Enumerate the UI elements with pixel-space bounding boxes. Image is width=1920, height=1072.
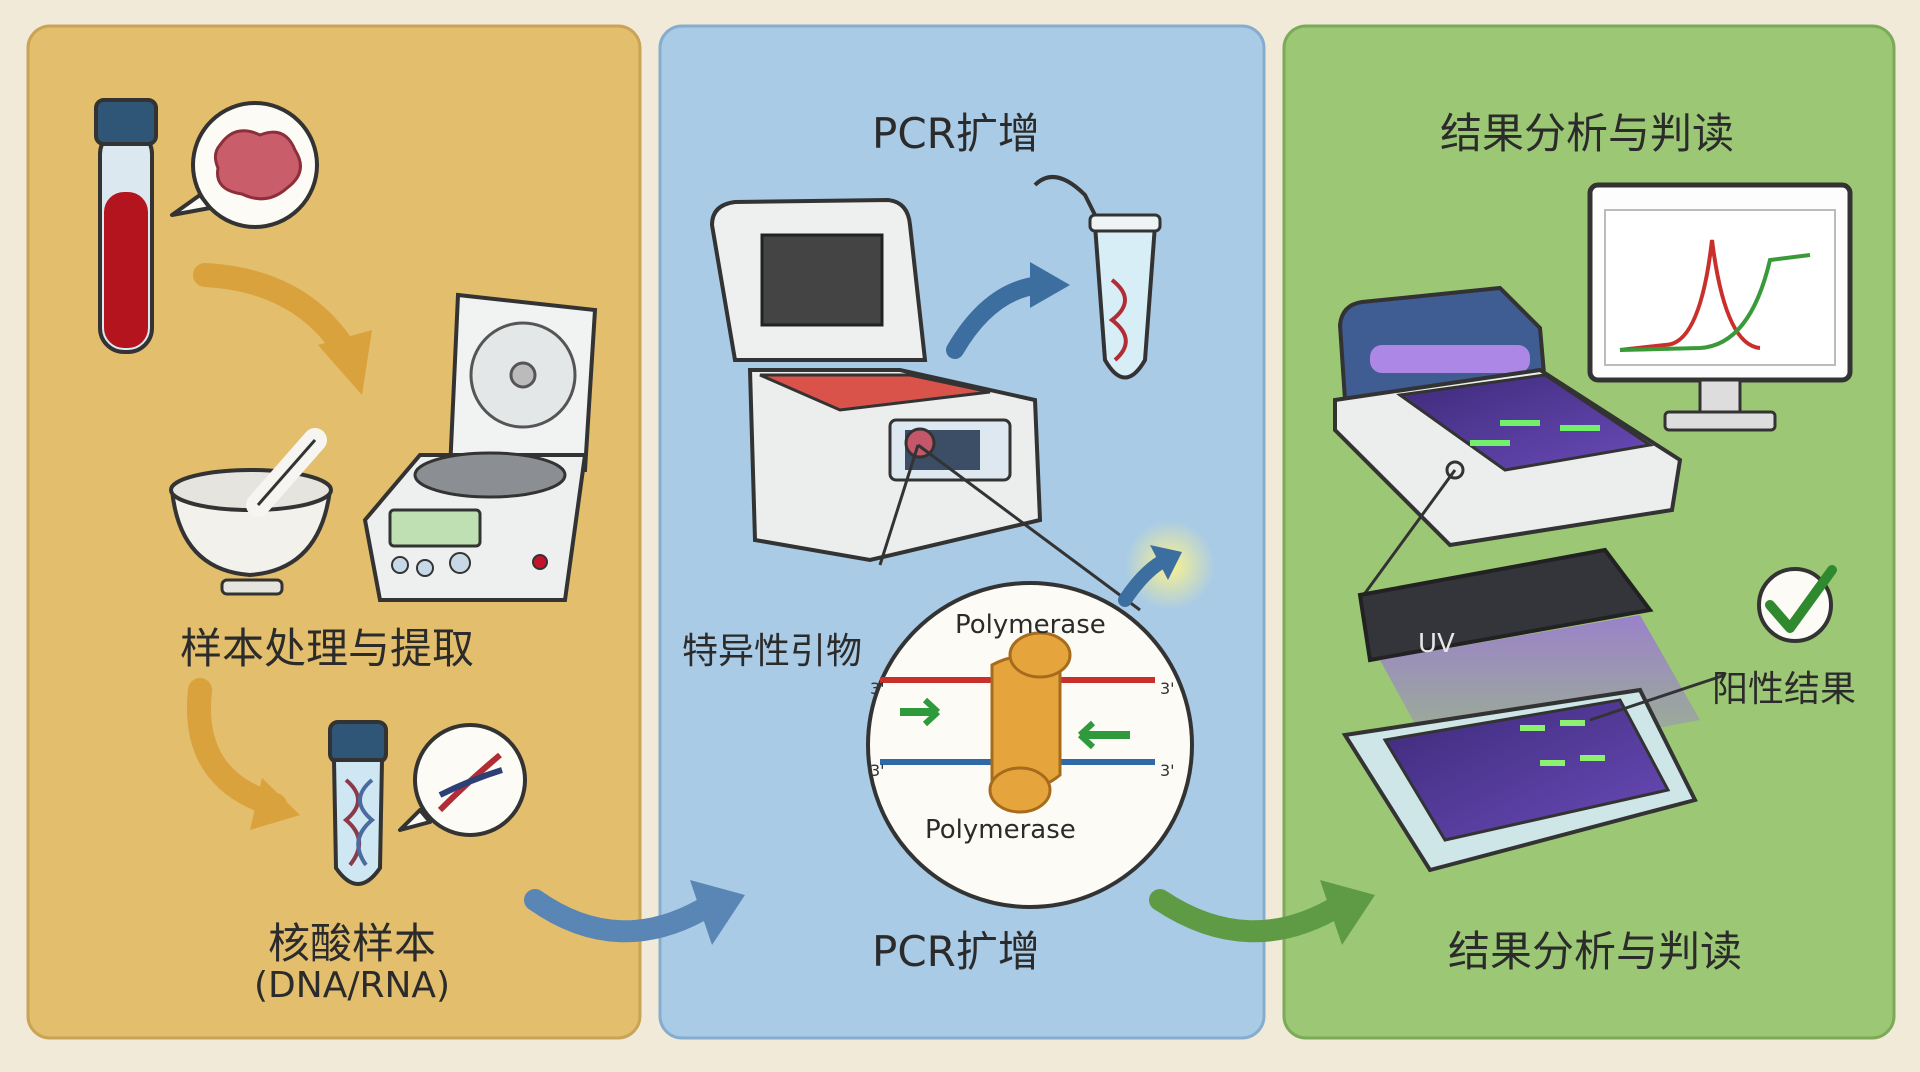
uv-transilluminator-icon [1341,469,1726,873]
uv-label: UV [1418,629,1455,659]
flow-arrow-icon [946,262,1070,359]
flow-arrow-icon [193,263,372,395]
primer-label: 特异性引物 [682,631,863,672]
flow-arrow-icon [1149,880,1375,945]
panel-result [1282,24,1896,1040]
pcr-title-top: PCR扩增 [872,109,1040,158]
nucleic-sample-label: 核酸样本 [268,919,437,968]
nucleic-sample-sublabel: (DNA/RNA) [254,965,451,1006]
dna-bubble-icon [398,723,527,837]
centrifuge-icon [362,292,598,602]
gel-imager-icon [1333,285,1683,548]
dna-zoom-icon [866,443,1194,909]
monitor-chart-icon [1587,182,1853,432]
positive-result-label: 阳性结果 [1712,669,1857,710]
tissue-bubble-icon [170,101,319,229]
microtube-icon [1033,175,1162,380]
polymerase-label-top: Polymerase [955,610,1106,640]
prime-mark: 3' [870,679,885,698]
flow-arrow-icon [187,678,300,830]
blood-tube-icon [94,98,158,354]
flow-arrow-icon [524,880,745,945]
thermal-cycler-icon [709,197,1043,563]
check-icon [1757,565,1837,643]
nucleic-tube-icon [328,720,388,886]
glow-icon [1118,520,1215,610]
result-title-bottom: 结果分析与判读 [1448,927,1743,976]
prime-mark: 3' [1160,761,1175,780]
pcr-title-bottom: PCR扩增 [872,927,1040,976]
mortar-pestle-icon [169,428,333,596]
prime-mark: 3' [870,761,885,780]
polymerase-label-bottom: Polymerase [925,815,1076,845]
sample-panel-label: 样本处理与提取 [180,624,475,673]
prime-mark: 3' [1160,679,1175,698]
result-title-top: 结果分析与判读 [1440,109,1735,158]
